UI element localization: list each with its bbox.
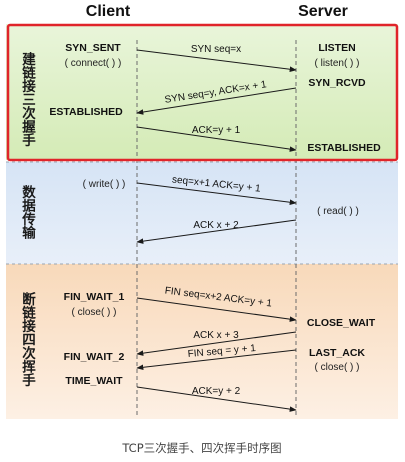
server-state-last-ack: LAST_ACK	[309, 347, 365, 359]
phase-label-handshake: 建链接三次握手	[19, 51, 37, 148]
client-state-fin-wait-2: FIN_WAIT_2	[64, 351, 125, 363]
client-header: Client	[86, 3, 131, 20]
server-call-listen: ( listen( ) )	[315, 58, 360, 69]
client-call-close: ( close( ) )	[72, 307, 117, 318]
label-final-ack: ACK=y + 2	[192, 386, 241, 397]
arrow-fin-client	[136, 297, 297, 322]
arrow-data-ack	[136, 219, 297, 244]
arrow-data	[136, 182, 297, 205]
phase-label-transfer: 数据传输	[19, 184, 37, 241]
client-state-established: ESTABLISHED	[49, 106, 123, 118]
teardown-band	[6, 264, 398, 419]
server-state-established: ESTABLISHED	[307, 142, 381, 154]
arrow-syn	[136, 49, 297, 72]
label-fin-ack: ACK x + 3	[193, 330, 239, 341]
server-header: Server	[298, 3, 348, 20]
arrow-final-ack	[136, 386, 297, 412]
figure-caption: TCP三次握手、四次挥手时序图	[121, 441, 281, 455]
server-state-listen: LISTEN	[318, 42, 355, 54]
arrow-fin-ack	[136, 331, 297, 356]
client-state-time-wait: TIME_WAIT	[65, 375, 123, 387]
label-data-ack: ACK x + 2	[193, 220, 239, 231]
handshake-highlight-frame	[6, 23, 399, 162]
handshake-band	[6, 24, 398, 160]
phase-label-teardown: 断链接四次挥手	[19, 291, 36, 388]
label-ack: ACK=y + 1	[192, 125, 241, 136]
server-call-close: ( close( ) )	[315, 362, 360, 373]
arrow-syn-ack	[136, 87, 297, 115]
server-call-read: ( read( ) )	[317, 206, 359, 217]
transfer-band	[6, 162, 398, 264]
client-state-syn-sent: SYN_SENT	[65, 42, 121, 54]
server-state-syn-rcvd: SYN_RCVD	[308, 77, 366, 89]
arrow-ack	[136, 126, 297, 152]
client-state-fin-wait-1: FIN_WAIT_1	[64, 291, 125, 303]
label-syn: SYN seq=x	[191, 44, 241, 55]
server-state-close-wait: CLOSE_WAIT	[307, 317, 376, 329]
arrow-fin-server	[136, 349, 297, 371]
client-call-connect: ( connect( ) )	[65, 58, 122, 69]
client-call-write: ( write( ) )	[83, 179, 126, 190]
